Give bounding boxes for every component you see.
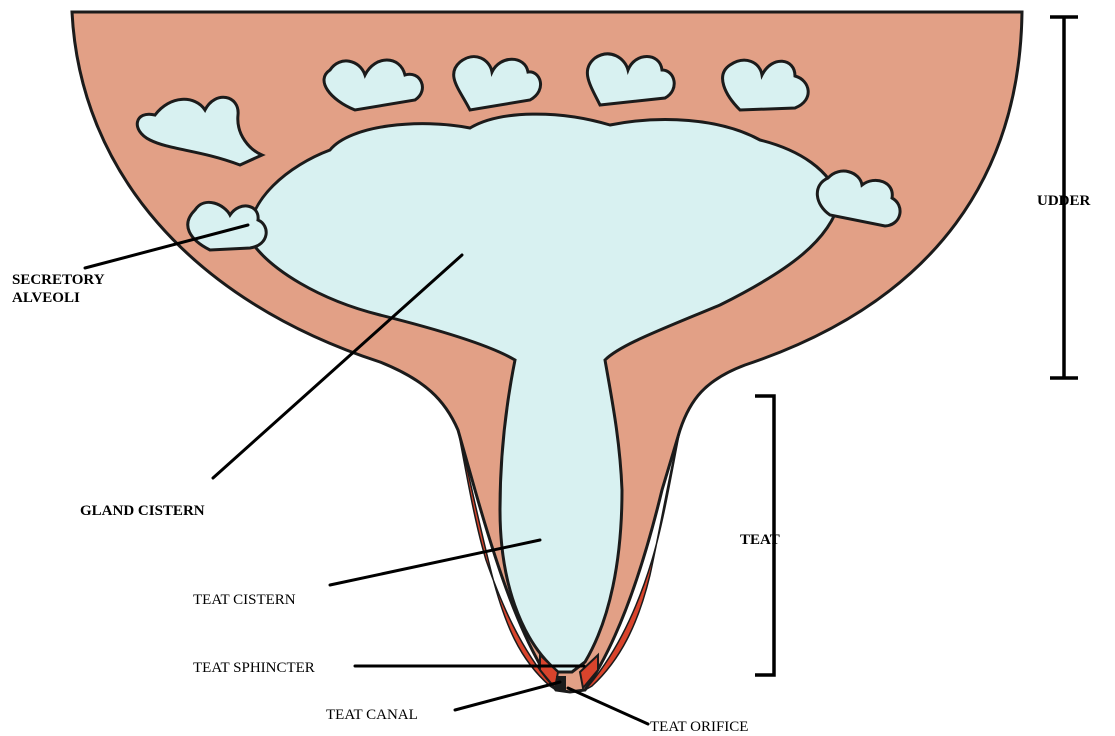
- gland-cistern-lumen: [250, 114, 840, 672]
- label-teat-sphincter: TEAT SPHINCTER: [193, 660, 315, 676]
- label-secretory-alveoli-line1: SECRETORY: [12, 272, 105, 288]
- label-gland-cistern: GLAND CISTERN: [80, 503, 205, 519]
- label-teat-orifice: TEAT ORIFICE: [650, 719, 748, 735]
- label-udder: UDDER: [1037, 193, 1091, 209]
- leader-teat-canal: [455, 682, 560, 710]
- label-teat: TEAT: [740, 532, 780, 548]
- label-secretory-alveoli-line2: ALVEOLI: [12, 290, 80, 306]
- label-teat-cistern: TEAT CISTERN: [193, 592, 296, 608]
- leader-teat-orifice: [568, 688, 648, 724]
- label-teat-canal: TEAT CANAL: [326, 707, 418, 723]
